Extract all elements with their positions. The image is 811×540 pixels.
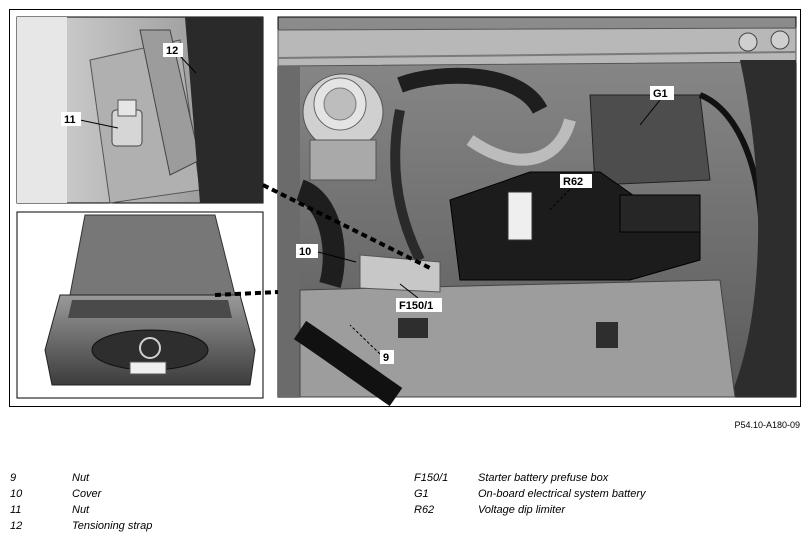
legend-code: 11 [10, 504, 22, 516]
legend-code: 9 [10, 472, 17, 484]
legend-desc: Tensioning strap [72, 520, 153, 532]
legend-code: G1 [414, 488, 429, 500]
legend-row: 11 Nut [10, 502, 152, 518]
svg-text:11: 11 [64, 114, 76, 126]
detail-view-strap [16, 16, 264, 204]
callout-f150-1: F150/1 [396, 298, 442, 312]
legend-row: 10 Cover [10, 486, 152, 502]
main-view [277, 16, 797, 407]
callout-10: 10 [296, 244, 318, 258]
legend-desc: Cover [72, 488, 102, 500]
legend-desc: Nut [72, 504, 90, 516]
legend-code: 12 [10, 520, 23, 532]
legend-desc: Nut [72, 472, 90, 484]
svg-text:9: 9 [383, 352, 389, 364]
svg-text:10: 10 [299, 246, 311, 258]
car-overview [16, 211, 264, 399]
legend-row: G1 On-board electrical system battery [414, 486, 646, 502]
callout-9: 9 [380, 350, 394, 364]
figure-reference: P54.10-A180-09 [734, 420, 800, 430]
svg-text:12: 12 [166, 45, 178, 57]
legend-desc: Starter battery prefuse box [478, 472, 609, 484]
legend-code: 10 [10, 488, 23, 500]
legend-code: R62 [414, 504, 435, 516]
svg-text:F150/1: F150/1 [399, 300, 433, 312]
callout-leaders [79, 55, 661, 355]
legend-desc: On-board electrical system battery [478, 488, 646, 500]
connector-lines [214, 183, 431, 297]
legend-row: F150/1 Starter battery prefuse box [414, 470, 646, 486]
legend-left: 9 Nut 10 Cover 11 Nut 12 Tensioning stra… [10, 470, 152, 534]
callout-11: 11 [61, 112, 81, 126]
legend-desc: Voltage dip limiter [478, 504, 566, 516]
callout-12: 12 [163, 43, 183, 57]
callout-g1: G1 [650, 86, 674, 100]
legend-right: F150/1 Starter battery prefuse box G1 On… [414, 470, 646, 518]
callout-r62: R62 [560, 174, 592, 188]
legend-code: F150/1 [414, 472, 449, 484]
legend-row: R62 Voltage dip limiter [414, 502, 646, 518]
svg-text:G1: G1 [653, 88, 668, 100]
svg-text:R62: R62 [563, 176, 583, 188]
legend-row: 12 Tensioning strap [10, 518, 152, 534]
legend-row: 9 Nut [10, 470, 152, 486]
